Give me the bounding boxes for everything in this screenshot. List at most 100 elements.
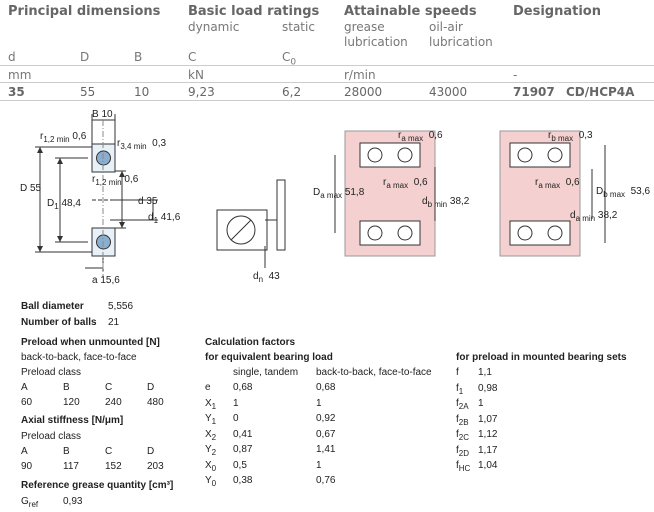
dim-D1: D1 48,4: [47, 198, 81, 211]
calc-col-b2b: back-to-back, face-to-face: [316, 367, 432, 378]
preload-factor-value: 1,1: [478, 367, 492, 378]
stiffness-value-B: 117: [63, 461, 79, 472]
preload-value-A: 60: [21, 397, 33, 408]
value-oil-speed: 43000: [429, 85, 468, 99]
dynamic-label: dynamic: [188, 20, 240, 34]
preload-factor-value: 1,17: [478, 444, 498, 456]
mounted-set-drawing-2: [499, 130, 606, 257]
dim-dn: dn 43: [253, 271, 280, 284]
dim-d: d 35: [138, 196, 158, 207]
dim-ramax-b: ra max 0,6: [535, 177, 580, 190]
dim-B: B 10: [92, 109, 113, 120]
preload-factor-value: 1: [478, 398, 484, 409]
value-d: 35: [8, 85, 25, 99]
symbol-C0: C0: [282, 50, 297, 68]
preload-factor-symbol: f2B: [456, 413, 469, 427]
value-B: 10: [134, 85, 150, 99]
preload-class-B: B: [63, 382, 70, 393]
preload-unmounted-title: Preload when unmounted [N]: [21, 337, 160, 348]
divider: [0, 100, 654, 101]
preload-mounted-title: for preload in mounted bearing sets: [456, 352, 627, 363]
preload-value-B: 120: [63, 397, 80, 408]
preload-factor-value: 1,07: [478, 413, 498, 425]
value-C: 9,23: [188, 85, 215, 99]
axial-stiffness-title: Axial stiffness [N/μm]: [21, 415, 124, 426]
designation-number: 71907: [513, 85, 555, 99]
dim-ramax-2: ra max 0,6: [383, 177, 428, 190]
calc-factors-subtitle: for equivalent bearing load: [205, 352, 333, 363]
calc-factor-symbol: Y2: [205, 444, 217, 457]
calc-factor-single: 1: [233, 397, 239, 409]
symbol-D: D: [80, 50, 90, 64]
calc-factor-symbol: X2: [205, 428, 217, 442]
value-grease-speed: 28000: [344, 85, 383, 99]
value-C0: 6,2: [282, 85, 302, 99]
preload-value-C: 240: [105, 397, 122, 408]
principal-dimensions-header: Principal dimensions: [8, 4, 161, 19]
calc-factor-symbol: e: [205, 382, 211, 393]
stiffness-class-label: Preload class: [21, 431, 82, 442]
bearing-side-drawing: [216, 179, 286, 268]
dim-r34min: r3,4 min 0,3: [117, 138, 167, 151]
calc-factors-title: Calculation factors: [205, 337, 296, 348]
calc-factor-single: 0,87: [233, 444, 253, 455]
dim-rbmax: rb max 0,3: [548, 130, 593, 143]
grease-lubrication-label: lubrication: [344, 35, 408, 49]
static-label: static: [282, 20, 315, 34]
grease-ref-label: Gref: [21, 496, 39, 509]
preload-class-D: D: [147, 382, 155, 393]
stiffness-value-D: 203: [147, 461, 164, 472]
symbol-C: C: [188, 50, 197, 64]
stiffness-value-A: 90: [21, 461, 33, 472]
calc-factor-b2b: 1: [316, 397, 322, 409]
dim-a: a 15,6: [92, 275, 120, 286]
attainable-speeds-header: Attainable speeds: [344, 4, 477, 19]
symbol-B: B: [134, 50, 143, 64]
calc-factor-b2b: 0,67: [316, 428, 336, 440]
number-of-balls-value: 21: [108, 317, 120, 328]
preload-arrangement: back-to-back, face-to-face: [21, 352, 137, 363]
calc-factor-single: 0,68: [233, 382, 253, 393]
preload-factor-symbol: fHC: [456, 460, 471, 473]
dim-ramax: ra max 0,6: [398, 130, 443, 143]
preload-factor-value: 1,04: [478, 460, 498, 471]
stiffness-class-B: B: [63, 446, 70, 457]
dim-D: D 55: [20, 183, 42, 194]
dim-Db: Db max 53,6: [596, 186, 651, 199]
preload-factor-value: 1,12: [478, 429, 498, 440]
divider: [0, 82, 654, 83]
preload-factor-symbol: f: [456, 367, 459, 378]
divider: [0, 65, 654, 66]
stiffness-class-A: A: [21, 446, 28, 457]
calc-factor-b2b: 1,41: [316, 444, 336, 455]
preload-value-D: 480: [147, 397, 164, 408]
calc-factor-single: 0: [233, 413, 239, 424]
grease-ref-value: 0,93: [63, 496, 83, 507]
designation-suffix: CD/HCP4A: [566, 85, 635, 99]
grease-label: grease: [344, 20, 385, 34]
preload-factor-symbol: f2D: [456, 444, 470, 458]
preload-factor-value: 0,98: [478, 382, 498, 394]
dim-db: db min 38,2: [422, 196, 470, 209]
dim-Da: Da max 51,8: [313, 187, 365, 200]
dim-da: da min 38,2: [570, 210, 618, 223]
unit-rmin: r/min: [344, 68, 376, 82]
preload-class-A: A: [21, 382, 28, 393]
calc-factor-symbol: X1: [205, 397, 217, 411]
stiffness-class-C: C: [105, 446, 113, 457]
calc-factor-symbol: Y1: [205, 413, 217, 426]
oil-air-label: oil-air: [429, 20, 463, 34]
designation-header: Designation: [513, 4, 601, 19]
oil-air-lubrication-label: lubrication: [429, 35, 493, 49]
number-of-balls-label: Number of balls: [21, 317, 97, 328]
preload-class-label: Preload class: [21, 367, 82, 378]
calc-factor-symbol: Y0: [205, 475, 217, 488]
bearing-section-drawing: [35, 114, 158, 278]
dim-d1: d1 41,6: [148, 212, 181, 225]
unit-kN: kN: [188, 68, 204, 82]
unit-dash: -: [513, 68, 518, 82]
dim-r12min-inner: r1,2 min 0,6: [92, 174, 139, 187]
ball-diameter-label: Ball diameter: [21, 301, 84, 312]
stiffness-class-D: D: [147, 446, 155, 457]
ball-diameter-value: 5,556: [108, 301, 134, 312]
